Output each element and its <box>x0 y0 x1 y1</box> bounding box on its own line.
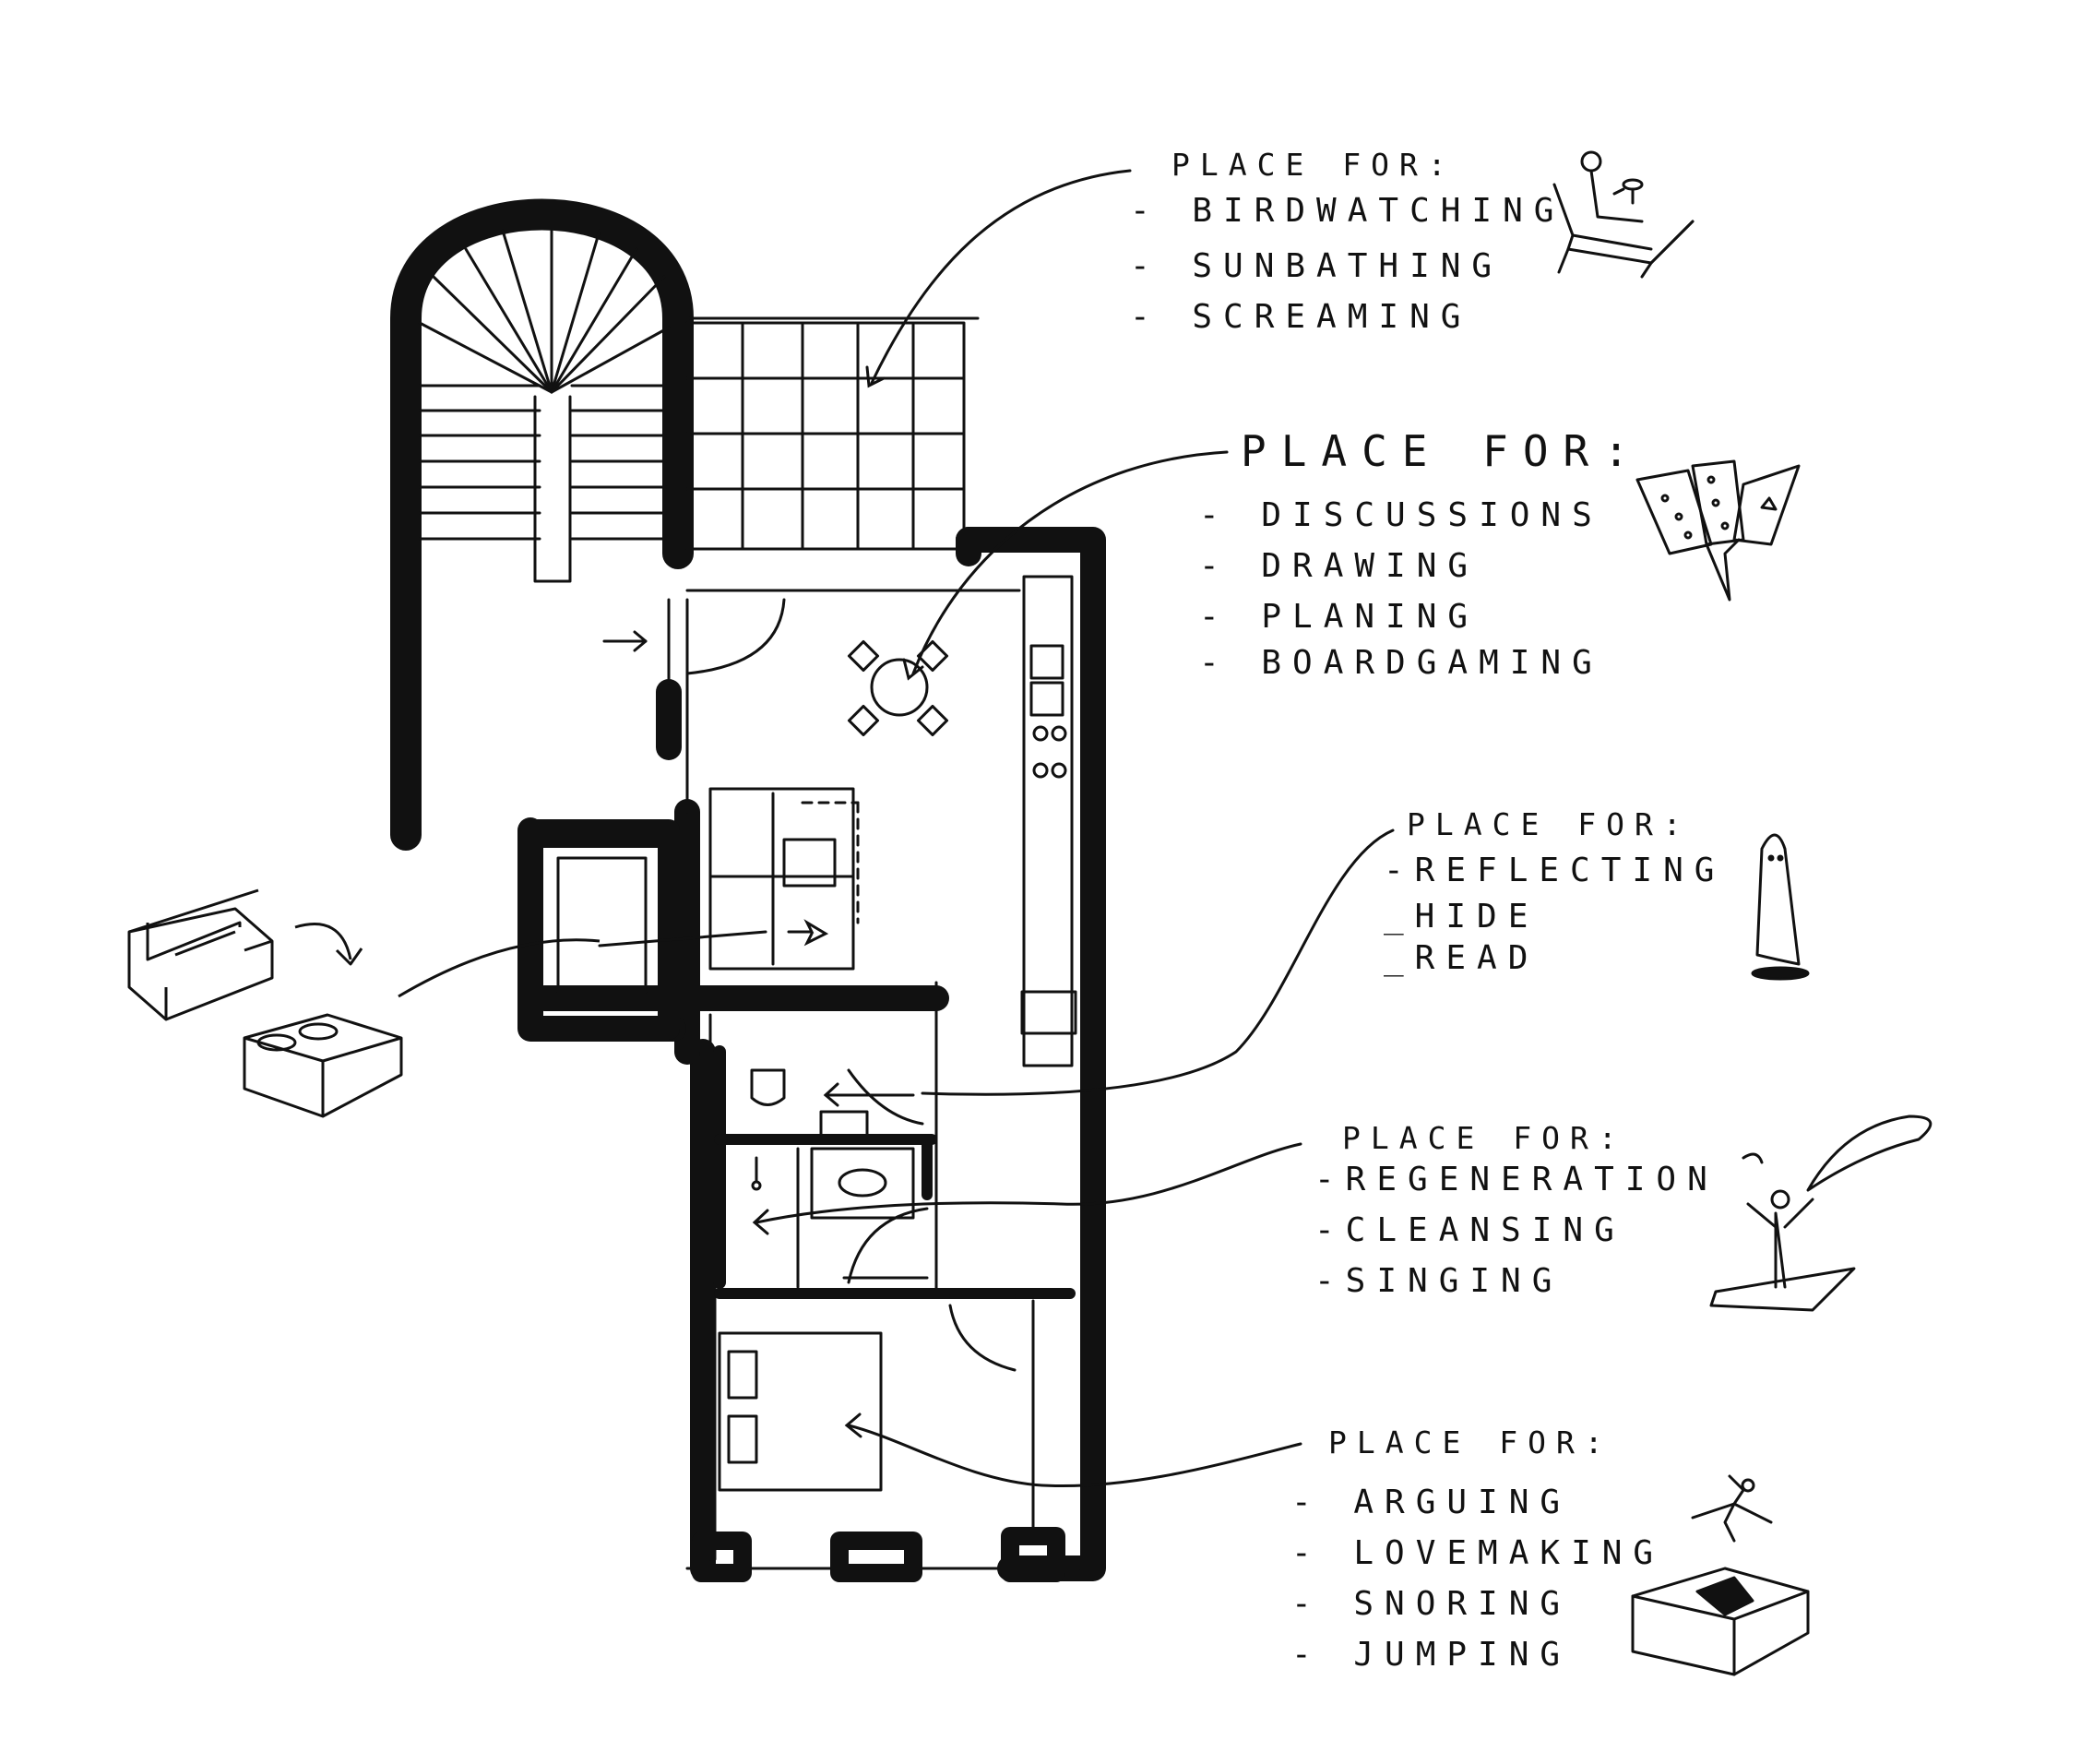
annotation-2-title: PLACE FOR: <box>1241 426 1644 476</box>
playing-cards-icon <box>1635 459 1801 602</box>
annotation-1-item-2: - SUNBATHING <box>1130 247 1503 285</box>
leader-lines <box>598 169 1395 1488</box>
sunbather-icon <box>1552 150 1695 279</box>
annotation-1-item-3: - SCREAMING <box>1130 298 1471 336</box>
annotation-3-title: PLACE FOR: <box>1407 806 1692 842</box>
annotation-3: PLACE FOR: -REFLECTING _HIDE _READ <box>1384 806 1725 977</box>
annotation-4-title: PLACE FOR: <box>1342 1120 1627 1156</box>
annotation-4-item-2: -CLEANSING <box>1314 1211 1625 1249</box>
annotation-5-title: PLACE FOR: <box>1328 1424 1613 1460</box>
outer-walls <box>517 527 1106 1581</box>
annotation-2-item-2: - DRAWING <box>1199 547 1479 585</box>
bedroom <box>718 1294 1035 1543</box>
annotation-1-item-1: - BIRDWATCHING <box>1130 192 1564 230</box>
entrance-arrow-icon <box>602 630 648 652</box>
annotation-5-item-2: - LOVEMAKING <box>1291 1534 1664 1572</box>
singing-person-icon <box>1709 1114 1932 1312</box>
bathroom <box>713 981 1076 1299</box>
annotation-4: PLACE FOR: -REGENERATION -CLEANSING -SIN… <box>1314 1120 1718 1300</box>
spiral-staircase <box>390 198 694 851</box>
annotation-2-item-4: - BOARDGAMING <box>1199 644 1603 682</box>
sofa-bed-icon <box>127 888 601 1118</box>
roof-terrace <box>685 316 980 551</box>
annotation-1: PLACE FOR: - BIRDWATCHING - SUNBATHING -… <box>1130 147 1564 336</box>
annotation-1-title: PLACE FOR: <box>1171 147 1457 183</box>
annotation-3-item-2: _HIDE <box>1384 898 1539 936</box>
annotation-5-item-4: - JUMPING <box>1291 1636 1571 1674</box>
floor-plan <box>390 198 1106 1582</box>
annotation-3-item-3: _READ <box>1384 939 1539 977</box>
guest-room <box>519 819 680 1040</box>
annotation-2-item-3: - PLANING <box>1199 598 1479 636</box>
annotation-2-item-1: - DISCUSSIONS <box>1199 496 1603 534</box>
annotation-5-item-3: - SNORING <box>1291 1585 1571 1623</box>
annotation-5-item-1: - ARGUING <box>1291 1484 1571 1521</box>
annotation-2: PLACE FOR: - DISCUSSIONS - DRAWING - PLA… <box>1199 426 1644 682</box>
annotation-4-item-3: -SINGING <box>1314 1262 1563 1300</box>
annotation-5: PLACE FOR: - ARGUING - LOVEMAKING - SNOR… <box>1291 1424 1664 1674</box>
annotation-4-item-1: -REGENERATION <box>1314 1161 1718 1198</box>
jumping-on-bed-icon <box>1631 1474 1810 1676</box>
interior-walls <box>667 575 1081 1570</box>
ghost-icon <box>1751 833 1810 981</box>
annotation-3-item-1: -REFLECTING <box>1384 852 1725 889</box>
